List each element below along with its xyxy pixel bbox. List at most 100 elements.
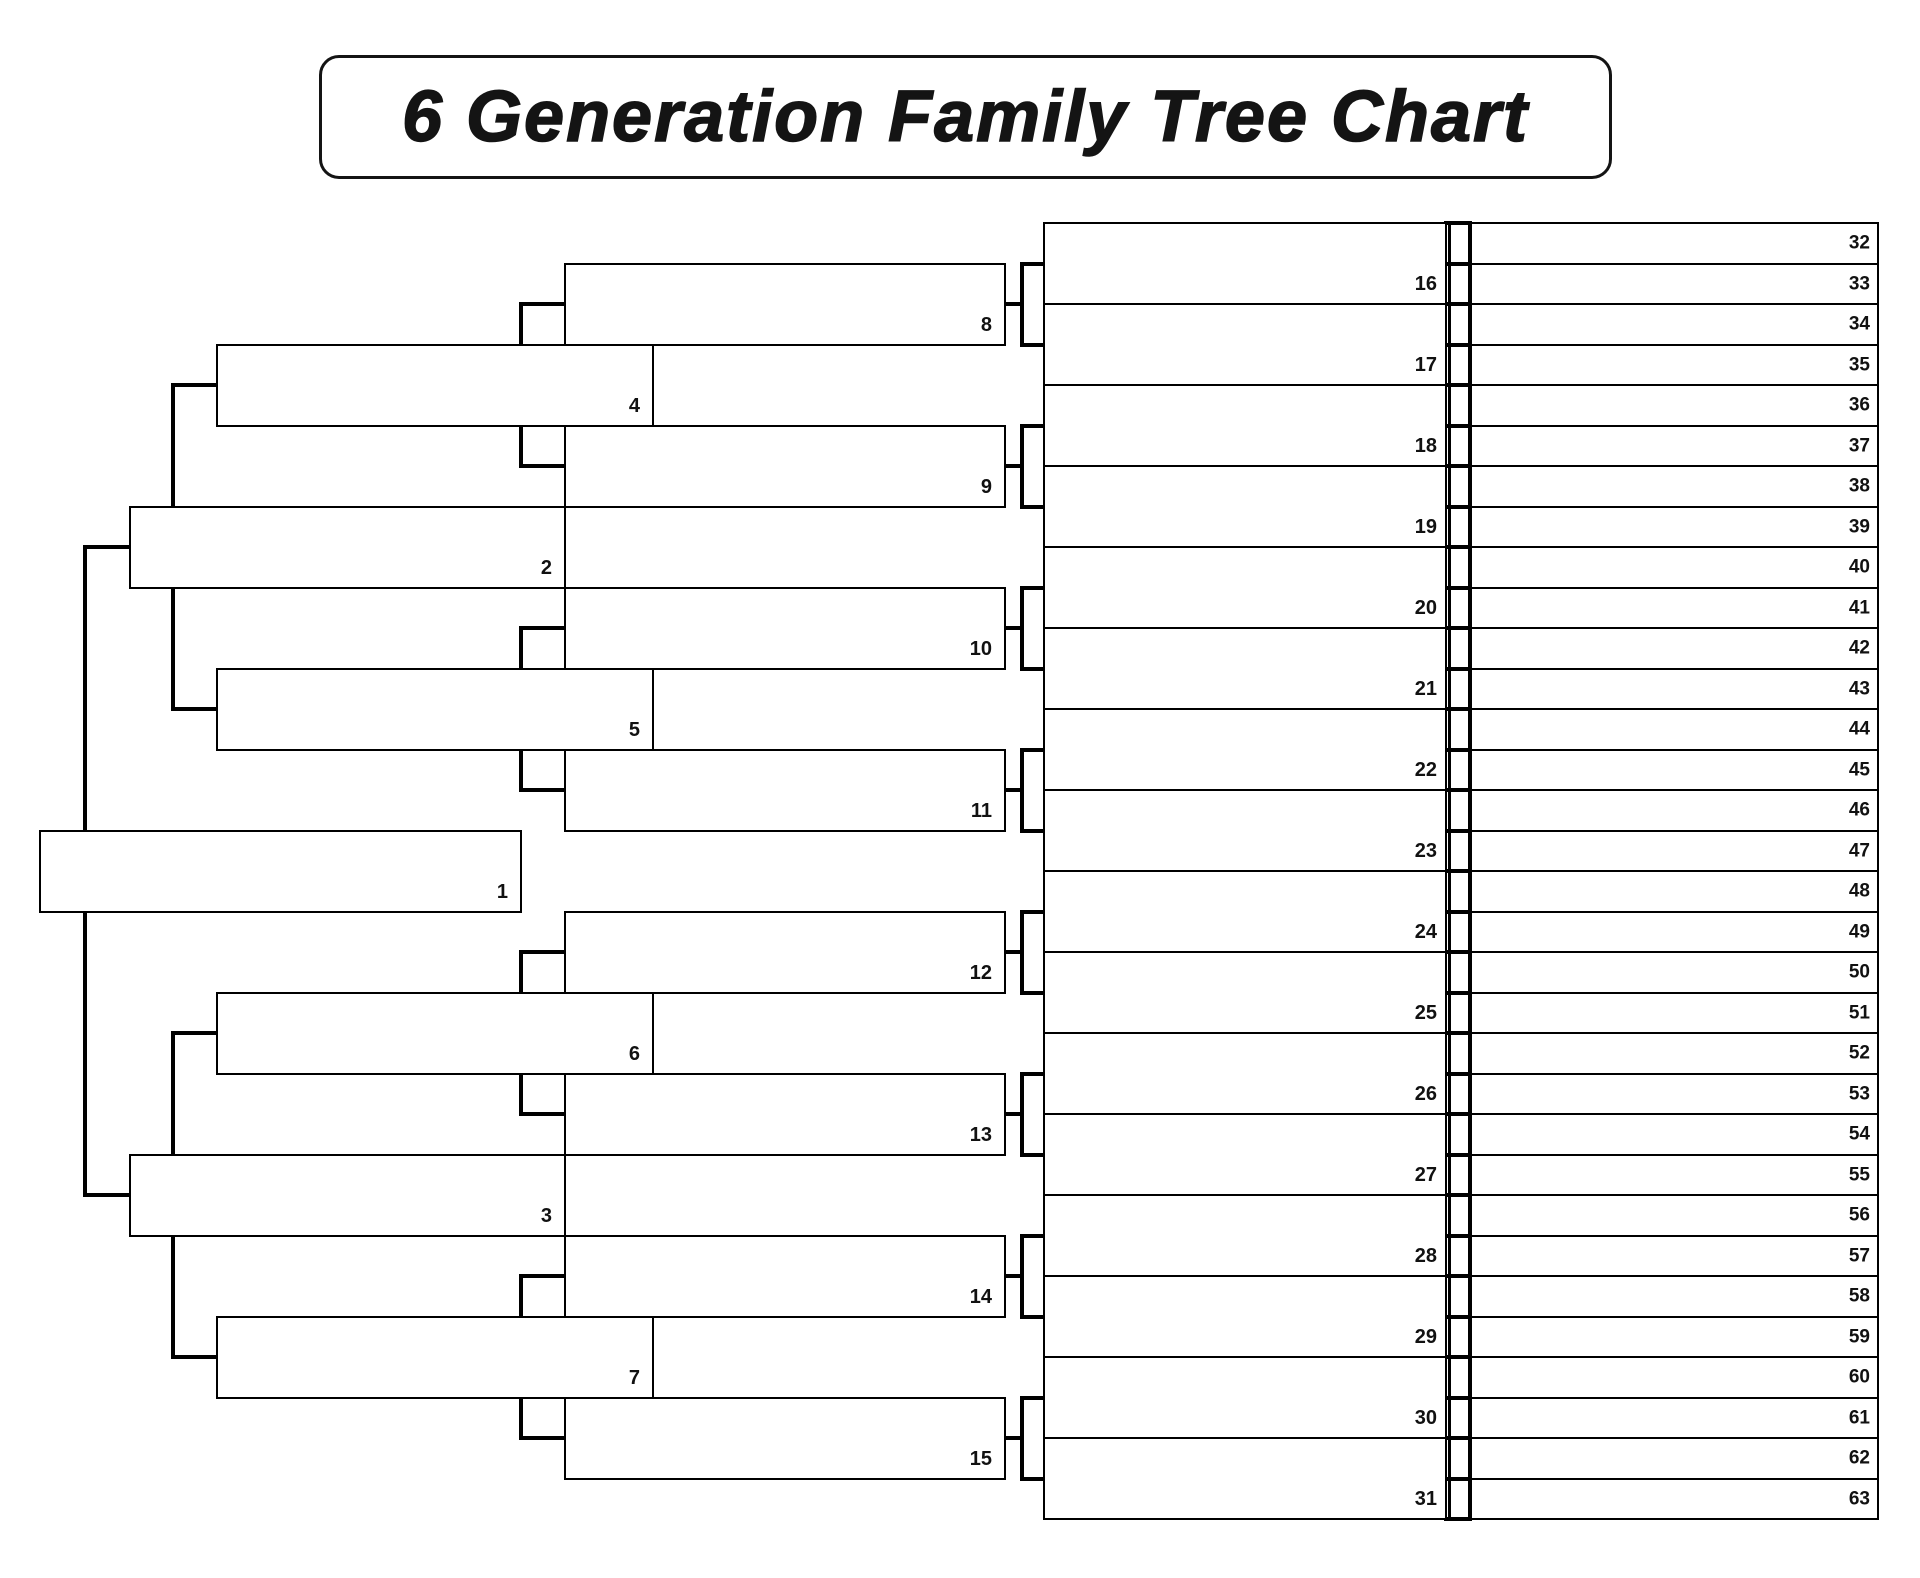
person-box-53: 53: [1468, 1072, 1879, 1115]
person-box-45: 45: [1468, 748, 1879, 791]
bracket-stub-box2: [83, 545, 132, 549]
person-box-38: 38: [1468, 465, 1879, 508]
person-box-33: 33: [1468, 262, 1879, 305]
person-number-53: 53: [1848, 1083, 1870, 1105]
person-number-12: 12: [969, 961, 992, 984]
bracket-stub-gen5: [1020, 342, 1046, 347]
bracket-stub-box3: [83, 1193, 132, 1197]
person-box-4: 4: [216, 343, 654, 427]
person-box-52: 52: [1468, 1032, 1879, 1075]
person-box-34: 34: [1468, 303, 1879, 346]
bracket-stub-gen6: [1444, 1193, 1472, 1197]
person-number-41: 41: [1848, 597, 1870, 619]
person-box-18: 18: [1043, 384, 1447, 467]
bracket-stub-gen6: [1444, 221, 1472, 225]
bracket-stub-gen3: [171, 1355, 219, 1359]
person-number-4: 4: [628, 394, 640, 417]
person-number-40: 40: [1848, 556, 1870, 578]
bracket-stub-gen5: [1020, 585, 1046, 590]
person-box-32: 32: [1468, 222, 1879, 265]
person-box-39: 39: [1468, 505, 1879, 548]
person-box-55: 55: [1468, 1153, 1879, 1196]
person-box-17: 17: [1043, 303, 1447, 386]
bracket-stub-gen3: [171, 1031, 219, 1035]
bracket-stub-gen6: [1444, 545, 1472, 549]
person-box-46: 46: [1468, 789, 1879, 832]
person-number-43: 43: [1848, 678, 1870, 700]
person-number-2: 2: [540, 556, 552, 579]
bracket-stub-gen4-mid: [1003, 950, 1024, 954]
person-box-40: 40: [1468, 546, 1879, 589]
bracket-stub-gen6: [1444, 666, 1472, 671]
bracket-stub-gen5: [1020, 828, 1046, 833]
bracket-stub-gen3: [171, 383, 219, 387]
person-number-29: 29: [1414, 1326, 1437, 1348]
person-number-5: 5: [628, 718, 640, 741]
person-number-10: 10: [969, 637, 992, 660]
bracket-stub-gen6: [1444, 990, 1472, 995]
bracket-stub-gen6: [1444, 1152, 1472, 1157]
person-number-8: 8: [980, 313, 992, 336]
bracket-stub-gen4-mid: [1003, 302, 1024, 306]
person-number-37: 37: [1848, 435, 1870, 457]
bracket-stub-gen6: [1444, 383, 1472, 387]
bracket-stub-gen6: [1444, 950, 1472, 954]
bracket-stub-gen6: [1444, 869, 1472, 873]
person-number-62: 62: [1848, 1447, 1870, 1469]
person-number-52: 52: [1848, 1042, 1870, 1064]
bracket-stub-gen4: [519, 464, 567, 468]
person-number-33: 33: [1848, 273, 1870, 295]
person-number-30: 30: [1414, 1407, 1437, 1429]
person-box-36: 36: [1468, 384, 1879, 427]
bracket-stub-gen6: [1444, 504, 1472, 509]
person-number-54: 54: [1848, 1123, 1870, 1145]
bracket-stub-gen5: [1020, 747, 1046, 752]
bracket-stub-gen4: [519, 1436, 567, 1440]
person-box-6: 6: [216, 991, 654, 1075]
person-number-38: 38: [1848, 475, 1870, 497]
person-number-16: 16: [1414, 273, 1437, 295]
bracket-stub-gen6: [1444, 828, 1472, 833]
person-number-44: 44: [1848, 718, 1870, 740]
bracket-stub-gen4: [519, 1112, 567, 1116]
bracket-stub-gen6: [1444, 707, 1472, 711]
person-number-14: 14: [969, 1285, 992, 1308]
person-box-9: 9: [564, 424, 1006, 508]
person-number-25: 25: [1414, 1002, 1437, 1024]
person-number-59: 59: [1848, 1326, 1870, 1348]
person-box-27: 27: [1043, 1113, 1447, 1196]
bracket-stub-gen5: [1020, 423, 1046, 428]
person-box-48: 48: [1468, 870, 1879, 913]
person-box-47: 47: [1468, 829, 1879, 872]
bracket-stub-gen6: [1444, 1112, 1472, 1116]
person-number-27: 27: [1414, 1164, 1437, 1186]
person-box-10: 10: [564, 586, 1006, 670]
bracket-stub-gen5: [1020, 909, 1046, 914]
person-number-1: 1: [496, 880, 508, 903]
person-number-57: 57: [1848, 1245, 1870, 1267]
person-box-16: 16: [1043, 222, 1447, 305]
person-box-57: 57: [1468, 1234, 1879, 1277]
bracket-stub-gen4-mid: [1003, 1112, 1024, 1116]
person-number-45: 45: [1848, 759, 1870, 781]
bracket-stub-gen4: [519, 788, 567, 792]
bracket-stub-gen4-mid: [1003, 464, 1024, 468]
bracket-stub-gen4: [519, 950, 567, 954]
bracket-stub-gen6: [1444, 1395, 1472, 1400]
person-number-31: 31: [1414, 1488, 1437, 1510]
person-box-44: 44: [1468, 708, 1879, 751]
bracket-stub-gen6: [1444, 1476, 1472, 1481]
chart-title-box: 6 Generation Family Tree Chart: [319, 55, 1612, 179]
person-box-8: 8: [564, 262, 1006, 346]
person-box-22: 22: [1043, 708, 1447, 791]
person-number-51: 51: [1848, 1002, 1870, 1024]
bracket-stub-gen6: [1444, 585, 1472, 590]
person-number-39: 39: [1848, 516, 1870, 538]
person-number-50: 50: [1848, 961, 1870, 983]
bracket-stub-gen6: [1444, 464, 1472, 468]
person-box-43: 43: [1468, 667, 1879, 710]
person-box-20: 20: [1043, 546, 1447, 629]
bracket-stub-gen6: [1444, 1031, 1472, 1035]
bracket-stub-gen5: [1020, 1071, 1046, 1076]
